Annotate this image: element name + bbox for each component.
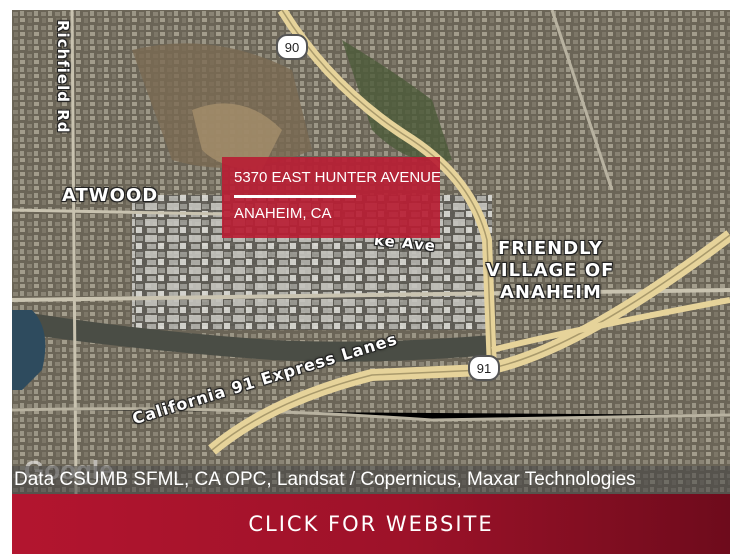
- address-city: ANAHEIM, CA: [234, 205, 332, 222]
- place-label-friendly-village-3: ANAHEIM: [500, 282, 602, 303]
- map-imagery: [12, 10, 730, 494]
- place-label-atwood: ATWOOD: [62, 185, 159, 206]
- route-90-shield: 90: [276, 34, 308, 60]
- map-attribution: Data CSUMB SFML, CA OPC, Landsat / Coper…: [12, 466, 730, 494]
- route-91-shield: 91: [468, 355, 500, 381]
- satellite-map[interactable]: Richfield Rd ATWOOD FRIENDLY VILLAGE OF …: [12, 10, 730, 494]
- website-button[interactable]: CLICK FOR WEBSITE: [12, 494, 730, 554]
- place-label-friendly-village-2: VILLAGE OF: [486, 260, 615, 281]
- attribution-text: Data CSUMB SFML, CA OPC, Landsat / Coper…: [14, 469, 636, 490]
- address-street: 5370 EAST HUNTER AVENUE: [234, 169, 440, 186]
- address-info-box: 5370 EAST HUNTER AVENUE ANAHEIM, CA: [222, 157, 440, 238]
- street-label-richfield: Richfield Rd: [54, 20, 72, 134]
- address-divider: [234, 195, 356, 198]
- place-label-friendly-village-1: FRIENDLY: [498, 238, 603, 259]
